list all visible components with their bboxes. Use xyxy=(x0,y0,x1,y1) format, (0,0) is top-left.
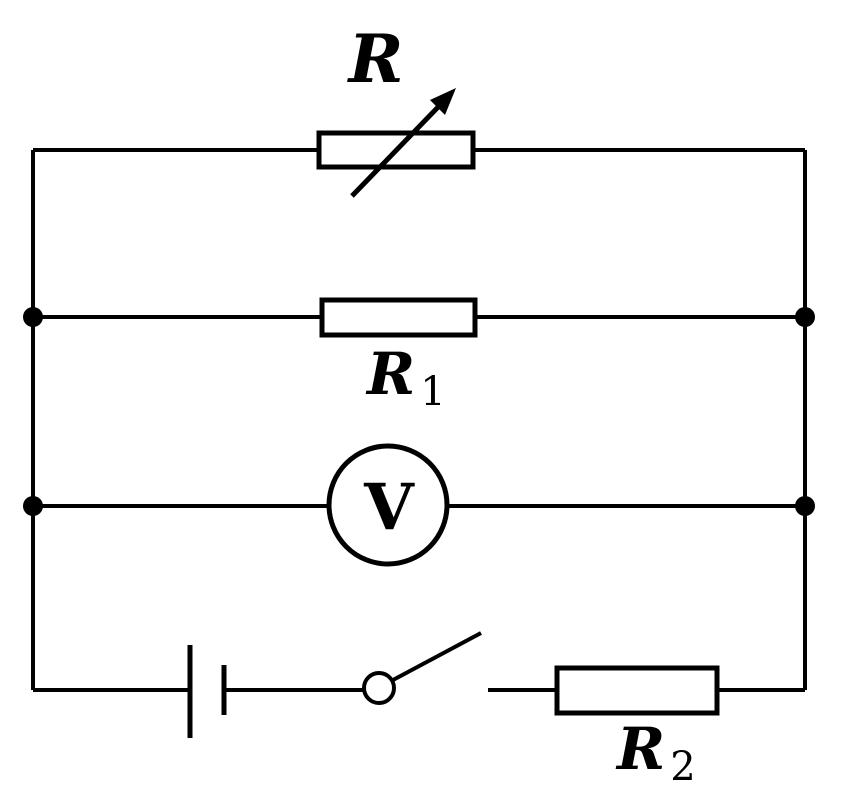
resistor1-body xyxy=(319,297,478,338)
junction-dot-right-lower xyxy=(795,496,815,516)
switch-lever xyxy=(392,631,482,682)
rheostat-label: R xyxy=(347,20,404,98)
switch-pivot-circle xyxy=(362,671,396,705)
junction-dot-left-lower xyxy=(23,496,43,516)
voltmeter-label: V xyxy=(363,470,415,545)
resistor2-label: R 2 xyxy=(615,715,696,790)
rheostat-arrow-head xyxy=(430,88,456,115)
junction-dot-right-upper xyxy=(795,307,815,327)
junction-dot-left-upper xyxy=(23,307,43,327)
rheostat-arrow-shaft xyxy=(350,101,444,198)
resistor1-label: R 1 xyxy=(365,340,446,415)
voltmeter-circle xyxy=(326,443,450,567)
resistor2-body xyxy=(554,665,720,716)
